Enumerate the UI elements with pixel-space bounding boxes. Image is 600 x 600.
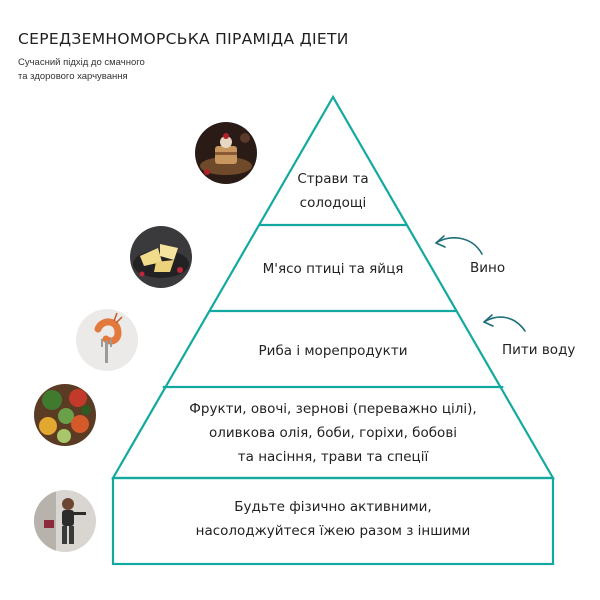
tier-sweets: Страви та солодощі	[263, 167, 403, 215]
tier-activity-line-2: насолоджуйтеся їжею разом з іншими	[195, 523, 471, 539]
tier-plants-line-2: оливкова олія, боби, горіхи, бобові	[208, 425, 458, 441]
vegetables-icon	[34, 384, 96, 446]
subtitle-line-1: Сучасний підхід до смачного	[18, 57, 145, 68]
exercise-icon	[34, 490, 96, 552]
water-arrow	[483, 316, 526, 332]
tier-fish-line-1: Риба і морепродукти	[258, 343, 408, 359]
tier-poultry-line-1: М'ясо птиці та яйця	[262, 261, 404, 277]
tier-sweets-line-2: солодощі	[299, 195, 367, 211]
water-label: Пити воду	[502, 342, 576, 358]
tier-plants: Фрукти, овочі, зернові (переважно цілі),…	[163, 397, 503, 469]
dessert-icon	[195, 122, 257, 184]
cheese-icon	[130, 226, 192, 288]
base-box	[111, 476, 555, 566]
tier-plants-line-1: Фрукти, овочі, зернові (переважно цілі),	[189, 401, 477, 417]
wine-label: Вино	[470, 260, 506, 276]
tier-plants-line-3: та насіння, трави та спеції	[237, 449, 429, 465]
shrimp-icon	[76, 309, 138, 371]
page-subtitle: Сучасний підхід до смачного та здорового…	[18, 56, 145, 84]
subtitle-line-2: та здорового харчування	[18, 71, 128, 82]
tier-sweets-line-1: Страви та	[297, 171, 369, 187]
wine-arrow	[435, 236, 483, 255]
tier-activity: Будьте фізично активними, насолоджуйтеся…	[123, 495, 543, 543]
tier-activity-line-1: Будьте фізично активними,	[234, 499, 432, 515]
tier-fish-seafood: Риба і морепродукти	[183, 339, 483, 363]
tier-poultry-eggs: М'ясо птиці та яйця	[213, 257, 453, 281]
page-title: СЕРЕДЗЕМНОМОРСЬКА ПІРАМІДА ДІЕТИ	[18, 30, 349, 48]
